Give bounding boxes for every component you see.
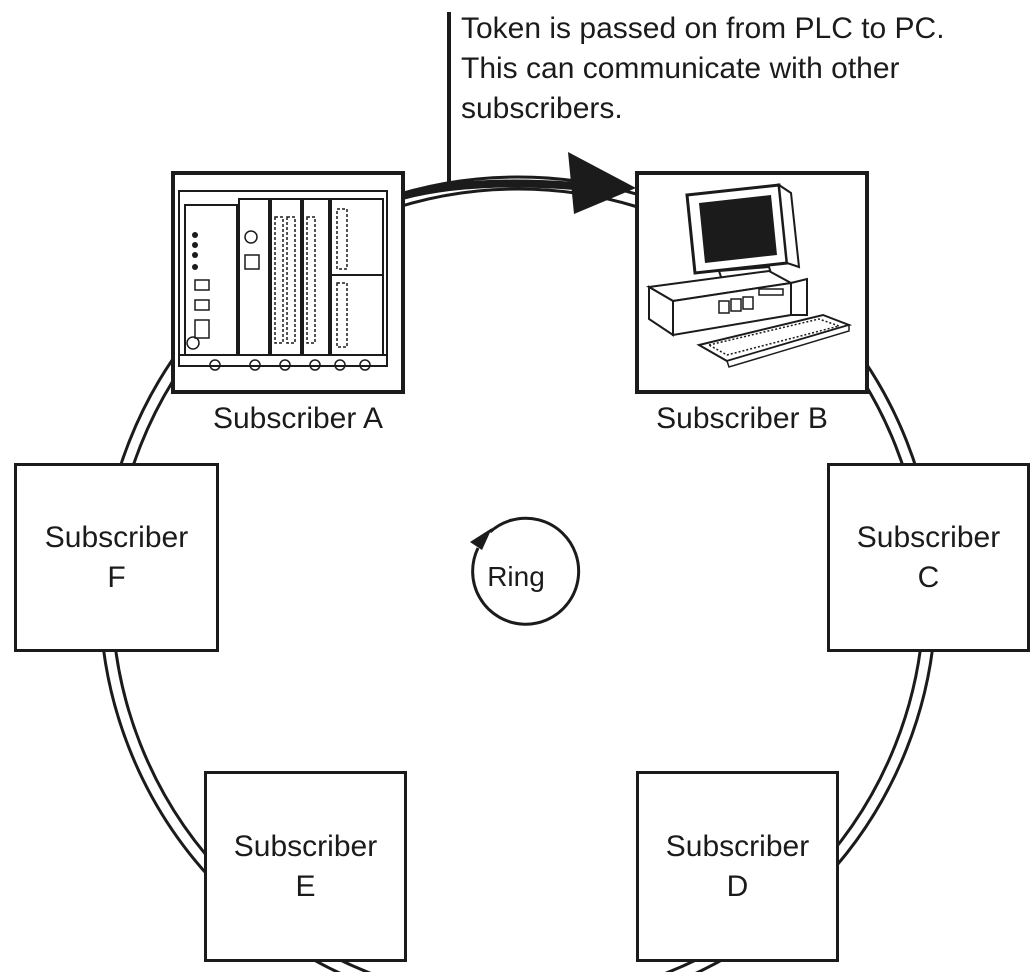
token-arrow-head	[568, 152, 636, 214]
callout-line-2: This can communicate with other	[461, 52, 900, 85]
subscriber-b-label: Subscriber B	[656, 402, 828, 435]
subscriber-e-line2: E	[295, 869, 316, 903]
subscriber-d-line1: Subscriber	[665, 829, 810, 863]
subscriber-f-line2: F	[107, 560, 126, 594]
desktop-pc-icon	[645, 182, 853, 368]
subscriber-f-box: Subscriber F	[14, 463, 219, 652]
callout-line-3: subscribers.	[461, 92, 623, 125]
subscriber-d-line2: D	[726, 869, 749, 903]
ring-direction-circle	[471, 516, 581, 626]
subscriber-a-label: Subscriber A	[212, 402, 384, 435]
token-arrow-shaft	[400, 179, 576, 200]
subscriber-e-line1: Subscriber	[233, 829, 378, 863]
token-callout: Token is passed on from PLC to PC. This …	[461, 9, 945, 129]
plc-rack-icon	[178, 190, 388, 371]
subscriber-f-line1: Subscriber	[44, 520, 189, 554]
subscriber-d-box: Subscriber D	[636, 771, 839, 962]
subscriber-c-line2: C	[917, 560, 940, 594]
subscriber-a-box	[171, 171, 405, 394]
subscriber-e-box: Subscriber E	[204, 771, 407, 962]
subscriber-c-line1: Subscriber	[856, 520, 1001, 554]
ring-label: Ring	[487, 561, 545, 592]
subscriber-c-box: Subscriber C	[827, 463, 1030, 652]
ring-direction-arrowhead	[470, 528, 492, 550]
subscriber-b-box	[635, 171, 869, 394]
callout-line-1: Token is passed on from PLC to PC.	[461, 12, 945, 45]
